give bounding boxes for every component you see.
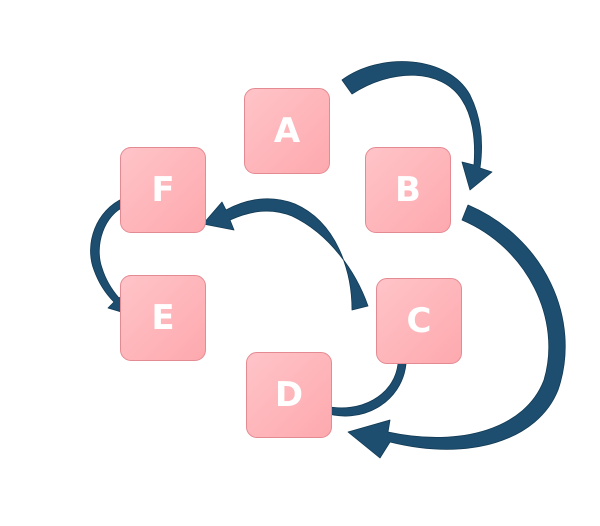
node-c-label: C xyxy=(406,301,432,341)
node-e: E xyxy=(120,275,206,361)
arrow-a-to-b xyxy=(341,61,493,191)
node-d: D xyxy=(246,352,332,438)
node-b-label: B xyxy=(395,170,421,210)
node-c: C xyxy=(376,278,462,364)
arrow-b-to-d xyxy=(347,204,566,459)
node-a-label: A xyxy=(273,111,301,151)
arrow-c-to-f xyxy=(202,198,369,311)
node-b: B xyxy=(365,147,451,233)
node-e-label: E xyxy=(151,298,175,338)
node-f: F xyxy=(120,147,206,233)
node-a: A xyxy=(244,88,330,174)
node-f-label: F xyxy=(151,170,175,210)
node-d-label: D xyxy=(274,375,304,415)
